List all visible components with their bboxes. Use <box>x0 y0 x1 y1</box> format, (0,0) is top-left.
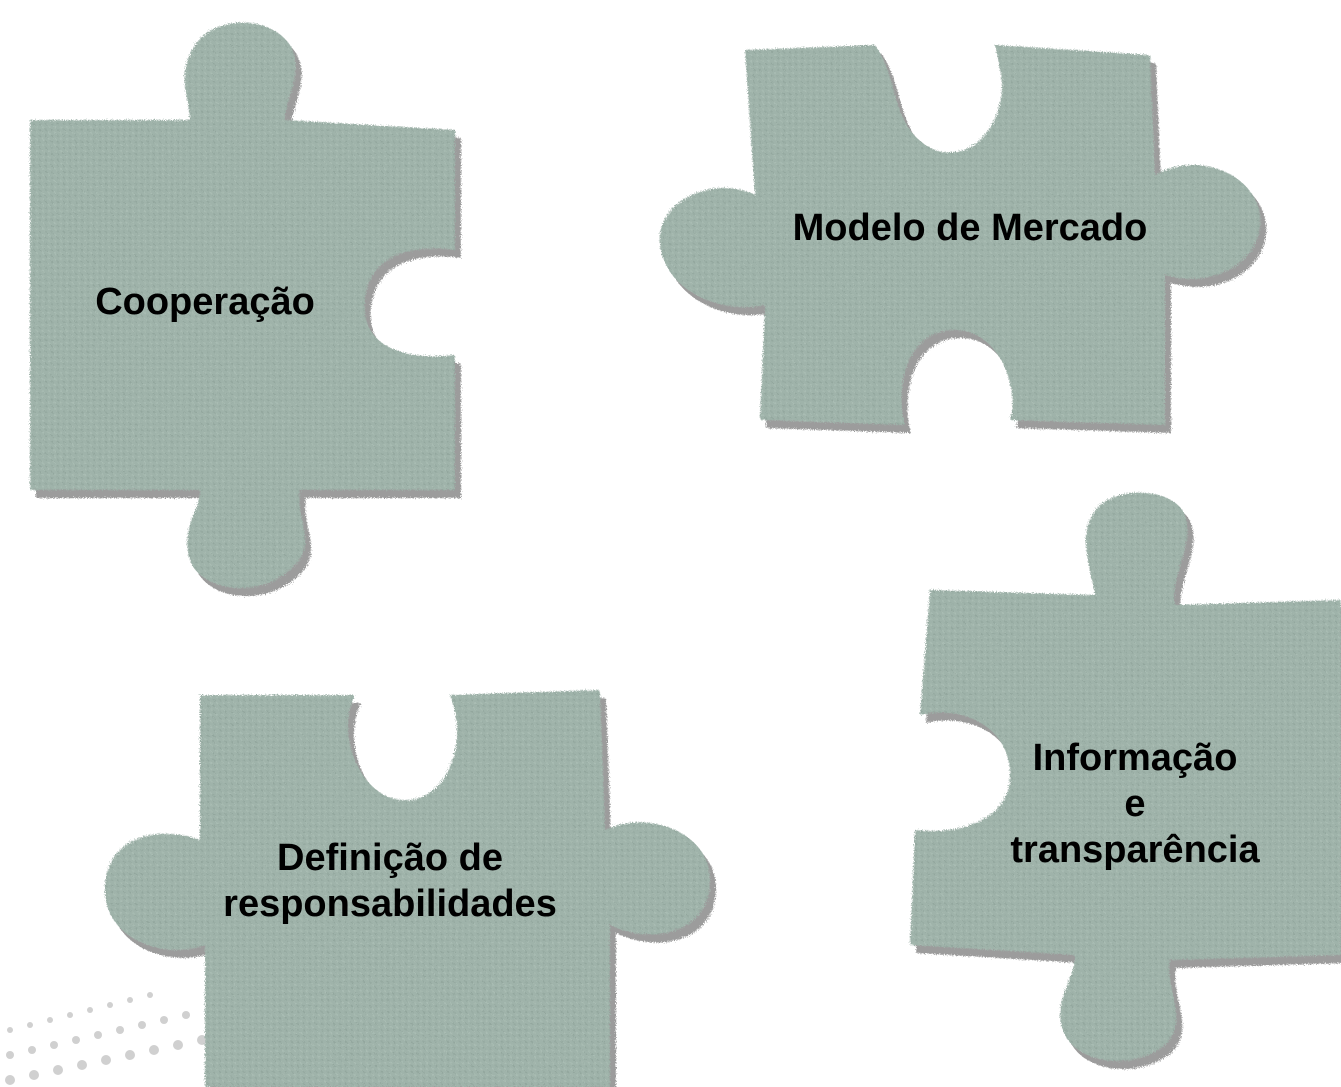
puzzle-piece-definicao <box>105 690 716 1087</box>
dot-pattern-decoration <box>5 992 231 1085</box>
label-definicao-line1: Definição de <box>277 837 503 879</box>
label-definicao: Definição de responsabilidades <box>160 835 620 927</box>
puzzle-piece-cooperacao <box>30 22 461 597</box>
label-modelo-mercado: Modelo de Mercado <box>792 207 1148 249</box>
puzzle-piece-modelo-mercado <box>659 45 1267 433</box>
puzzle-piece-informacao <box>910 492 1341 1069</box>
label-informacao: Informação e transparência <box>980 735 1290 873</box>
label-informacao-line1: Informação <box>1032 737 1238 779</box>
label-informacao-line2: e <box>1124 783 1146 825</box>
label-definicao-line2: responsabilidades <box>223 883 557 925</box>
label-cooperacao: Cooperação <box>95 281 315 323</box>
label-informacao-line3: transparência <box>1010 829 1260 871</box>
